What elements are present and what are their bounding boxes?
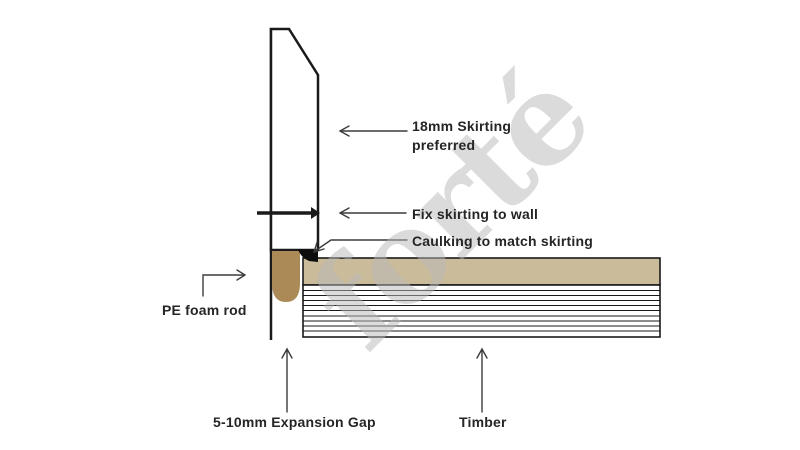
- arrow-timber: [476, 347, 488, 413]
- plywood-core-lines: [303, 290, 660, 332]
- label-18mm-skirting: 18mm Skirting preferred: [412, 118, 512, 153]
- label-expansion-gap: 5-10mm Expansion Gap: [213, 414, 376, 430]
- label-fix-skirting-to-wall: Fix skirting to wall: [412, 206, 539, 222]
- fixing-symbol: [257, 207, 320, 219]
- arrow-fix-skirting: [338, 207, 407, 219]
- caulking-bead-shape: [298, 249, 318, 262]
- pe-foam-rod-shape: [272, 251, 300, 302]
- arrow-pe-foam-rod: [202, 269, 247, 297]
- label-pe-foam-rod: PE foam rod: [162, 302, 247, 318]
- arrow-18mm-skirting: [338, 125, 408, 137]
- skirting-board-shape: [269, 27, 320, 252]
- label-timber: Timber: [459, 414, 507, 430]
- timber-top-layer: [302, 257, 661, 286]
- arrow-caulking: [312, 239, 408, 254]
- label-caulking-to-match-skirting: Caulking to match skirting: [412, 233, 593, 249]
- arrow-expansion-gap: [281, 347, 293, 413]
